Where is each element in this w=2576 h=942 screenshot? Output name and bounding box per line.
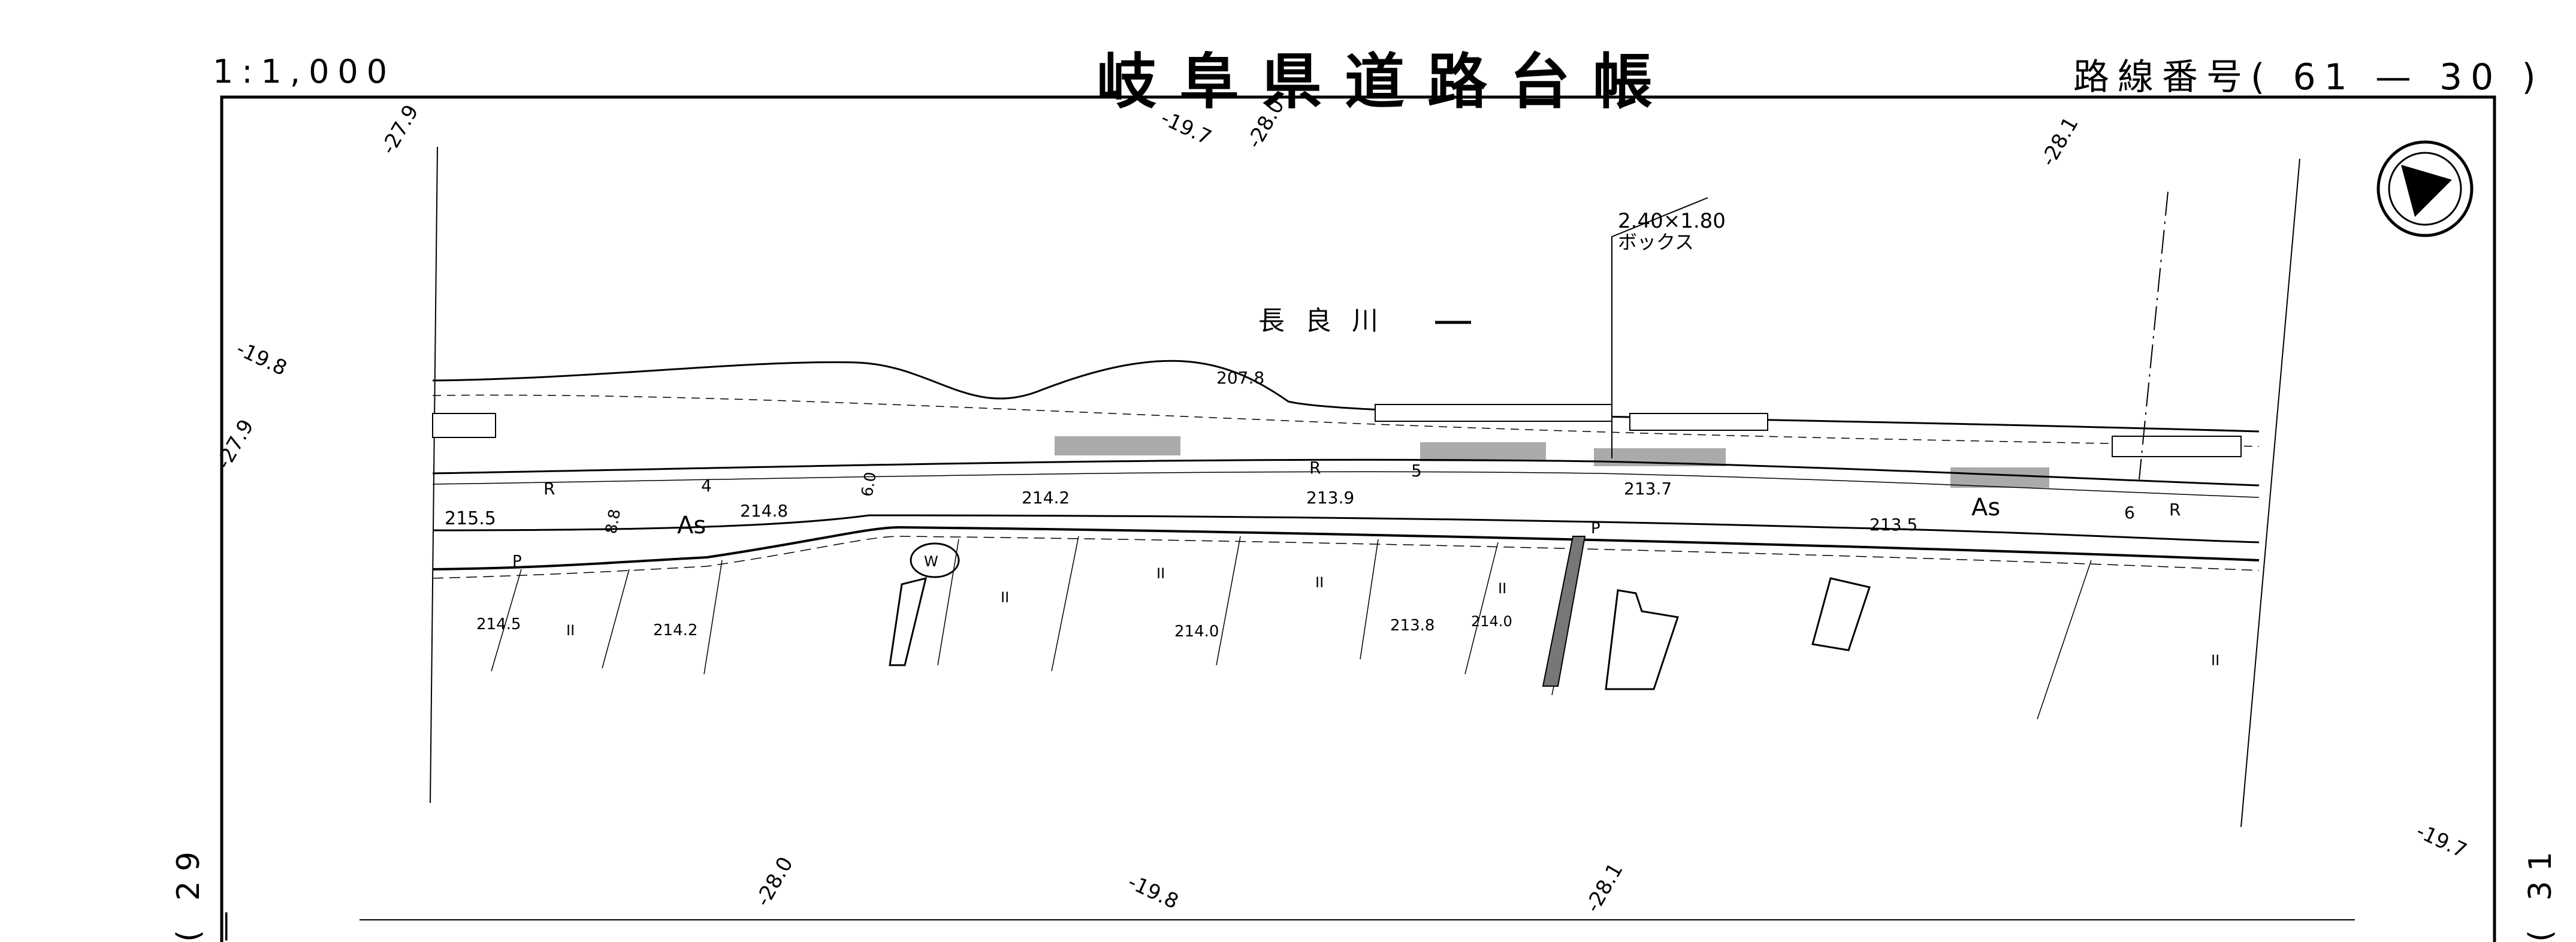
elevation-label: 214.8 (740, 501, 788, 521)
well-symbol (910, 542, 960, 578)
surface-label: As (677, 512, 706, 539)
land-mark: II (1001, 589, 1009, 606)
page-title: 岐阜県道路台帳 (1097, 47, 1675, 117)
elevation-label: 213.9 (1306, 488, 1354, 508)
grid-number: -27.9 (376, 101, 424, 158)
box-leader (1611, 197, 1708, 458)
elevation-label: 214.0 (1471, 613, 1512, 630)
road-label: P (512, 552, 522, 570)
elevation-label: 214.5 (476, 615, 521, 633)
revetment-blocks (432, 404, 2242, 457)
buildings (889, 576, 1871, 690)
road-label: R (543, 479, 555, 499)
elevation-label: 215.5 (445, 508, 496, 529)
elevation-label: 214.2 (1022, 488, 1070, 508)
map-scale: 1:1,000 (213, 53, 396, 90)
elevation-label: 213.5 (1870, 515, 1917, 535)
grid-number: -19.7 (2412, 819, 2471, 863)
route-number: 路線番号( 61 — 30 ) (2073, 56, 2544, 98)
grid-number: -28.0 (1242, 95, 1289, 152)
center-line (2139, 191, 2169, 480)
road-lines (432, 458, 2260, 579)
north-arrow-icon (2376, 140, 2474, 237)
land-mark: II (1315, 574, 1324, 591)
river-bank (432, 360, 2260, 433)
sheet-boundary-right (2240, 158, 2300, 828)
elevation-label: 214.0 (1174, 623, 1219, 641)
sheet-boundary-left (430, 146, 438, 804)
river-edge-dashed (432, 394, 2260, 447)
hatched-drain (1542, 536, 1586, 687)
grid-number: -28.0 (751, 853, 798, 910)
grid-number: -19.8 (232, 337, 291, 381)
land-mark: II (1498, 580, 1506, 597)
grid-number: -28.1 (1581, 859, 1628, 916)
station-number: 6 (2124, 503, 2135, 523)
box-size: 2.40×1.80 (1618, 209, 1726, 233)
elevation-label: 213.8 (1390, 617, 1435, 635)
road-label: R (1309, 458, 1321, 478)
elevation-label: 207.8 (1216, 368, 1264, 388)
road-label: R (2169, 500, 2181, 520)
elevation-label: 213.7 (1624, 479, 1672, 499)
road-label: W (924, 553, 938, 570)
box-name: ボックス (1618, 231, 1694, 253)
grid-number: -19.7 (1157, 106, 1215, 150)
river-name: 長 良 川 (1258, 306, 1384, 336)
surface-label: As (1971, 494, 2000, 521)
grid-number: -28.1 (2036, 113, 2083, 170)
map-frame (220, 95, 2496, 942)
elevation-label: 214.2 (653, 621, 697, 639)
station-number: 5 (1411, 461, 1422, 481)
land-mark: II (1156, 565, 1165, 582)
land-mark: II (566, 622, 575, 639)
grid-number: -19.8 (1124, 870, 1182, 914)
cross-hatch (1055, 436, 2049, 488)
land-mark: II (2211, 652, 2219, 669)
road-label: P (1591, 520, 1600, 538)
width-label: 8.8 (602, 508, 624, 535)
grid-number: -27.9 (212, 415, 259, 473)
station-number: 4 (701, 476, 712, 496)
width-label: 6.0 (858, 470, 880, 498)
